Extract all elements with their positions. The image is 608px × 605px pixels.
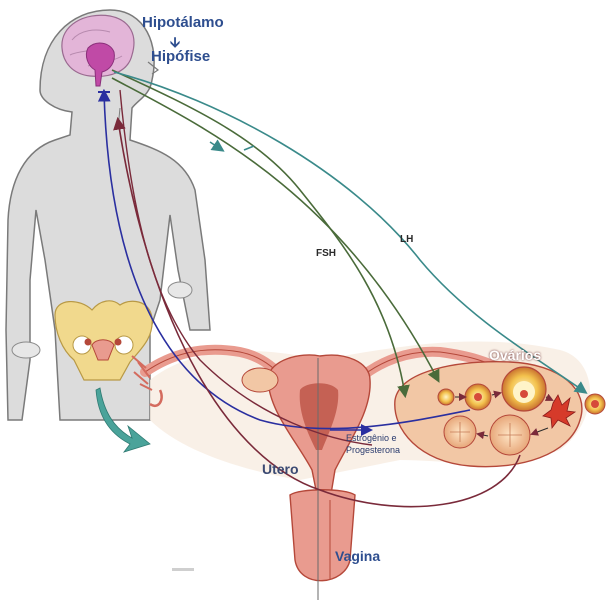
signature-mark bbox=[172, 568, 194, 571]
hypothalamus-label: Hipotálamo bbox=[142, 14, 224, 31]
uterus-label: Utero bbox=[262, 461, 299, 477]
ovaries-label: Ovários bbox=[489, 347, 541, 363]
estrogen-label: Estrogênio e bbox=[346, 433, 397, 443]
fsh-label: FSH bbox=[316, 248, 336, 259]
lh-label: LH bbox=[400, 234, 413, 245]
progesterone-label: Progesterona bbox=[346, 445, 400, 455]
vagina-label: Vagina bbox=[335, 548, 380, 564]
pituitary-label: Hipófise bbox=[151, 48, 210, 65]
